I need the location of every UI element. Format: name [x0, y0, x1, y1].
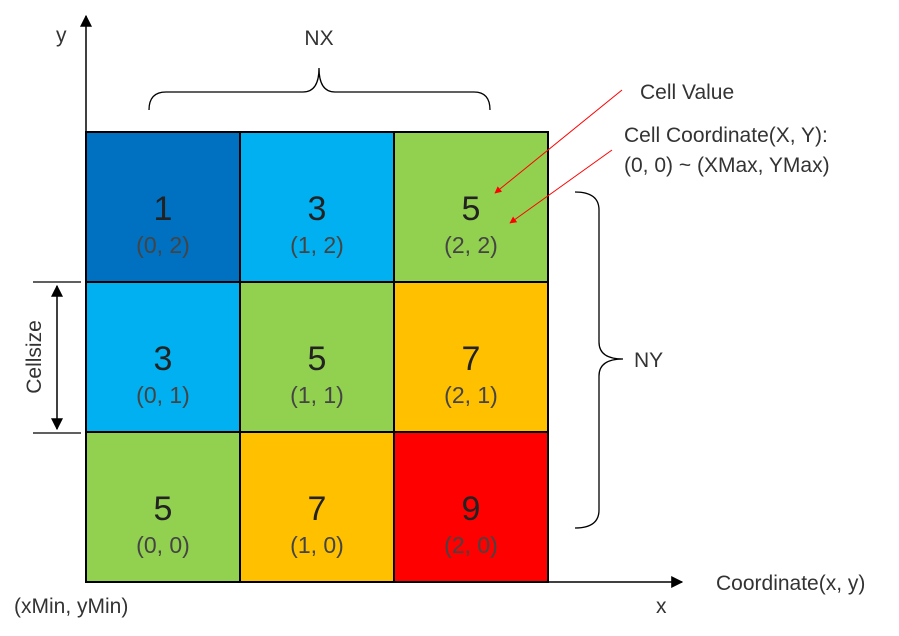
cell-coordinate: (2, 0) — [444, 532, 498, 558]
nx-label: NX — [304, 27, 333, 50]
cell-coordinate: (0, 0) — [136, 532, 190, 558]
cell-coordinate: (1, 2) — [290, 232, 344, 258]
cell-value: 9 — [462, 490, 481, 528]
grid-cell — [85, 431, 241, 583]
ny-label: NY — [634, 349, 663, 372]
grid-cell — [393, 431, 549, 583]
cell-coordinate-label-line1: Cell Coordinate(X, Y): — [624, 124, 828, 147]
cell-value: 3 — [308, 190, 327, 228]
cell-value: 5 — [308, 340, 327, 378]
cell-grid: 1 (0, 2) 3 (1, 2) 5 (2, 2) 3 (0, 1) 5 (1, 1) 7 (2, … — [85, 131, 549, 583]
cell-coordinate: (0, 2) — [136, 232, 190, 258]
cell-coordinate: (2, 1) — [444, 382, 498, 408]
origin-label: (xMin, yMin) — [14, 595, 128, 618]
grid-cell — [393, 281, 549, 433]
cell-coordinate: (2, 2) — [444, 232, 498, 258]
grid-cell — [85, 131, 241, 283]
cell-coordinate-arrow — [509, 149, 613, 224]
coordinate-label: Coordinate(x, y) — [716, 572, 865, 595]
cell-coordinate-label-line2: (0, 0) ~ (XMax, YMax) — [624, 154, 830, 177]
cell-coordinate: (1, 0) — [290, 532, 344, 558]
cellsize-label: Cellsize — [23, 320, 46, 394]
cell-value-arrow — [494, 89, 623, 194]
cell-coordinate: (1, 1) — [290, 382, 344, 408]
cell-value: 7 — [308, 490, 327, 528]
cell-value: 7 — [462, 340, 481, 378]
cell-value-label: Cell Value — [640, 81, 734, 104]
x-axis-label: x — [656, 595, 667, 618]
cell-value: 5 — [462, 190, 481, 228]
grid-cell — [393, 131, 549, 283]
cell-value: 1 — [154, 190, 173, 228]
grid-cell — [239, 431, 395, 583]
cell-value: 5 — [154, 490, 173, 528]
nx-brace — [148, 67, 491, 111]
cell-coordinate: (0, 1) — [136, 382, 190, 408]
grid-cell — [85, 281, 241, 433]
y-axis-label: y — [56, 24, 67, 47]
cell-value: 3 — [154, 340, 173, 378]
ny-brace — [574, 191, 624, 529]
grid-cell — [239, 131, 395, 283]
